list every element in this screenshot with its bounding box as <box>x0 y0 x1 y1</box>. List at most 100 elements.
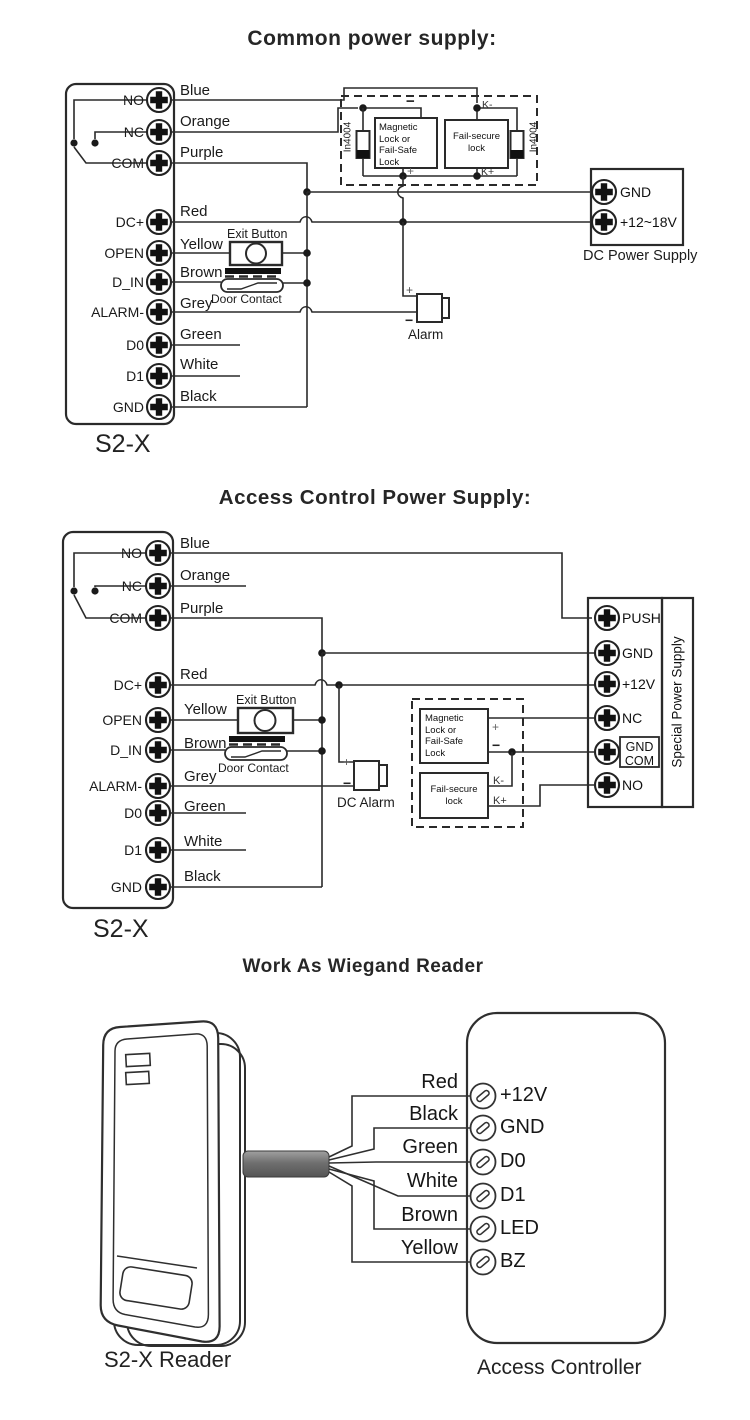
d1-lock-minus-stub <box>363 107 422 118</box>
d2-wire-label-grey: Grey <box>184 768 217 785</box>
d3-terminal-label-d0: D0 <box>500 1150 526 1172</box>
d3-artwork <box>99 1011 667 1347</box>
d1-failsecure-lock-label: Fail-secure lock <box>453 131 500 154</box>
d2-door-contact-label: Door Contact <box>218 761 289 775</box>
d1-alarm-plus-link <box>402 222 417 297</box>
d1-alarm-plus-sign: + <box>406 283 414 297</box>
d2-device-label: S2-X <box>93 915 149 943</box>
d3-reader-symbol <box>99 1020 246 1347</box>
d1-magnetic-lock-label: Magnetic Lock or Fail-Safe Lock <box>379 122 418 168</box>
d3-controller-screws <box>469 1082 497 1276</box>
d2-terminal-label-alarm: ALARM- <box>89 778 142 794</box>
d1-relay-switch-symbol <box>70 99 148 164</box>
d1-wire-label-grey: Grey <box>180 295 213 312</box>
d2-door-contact-symbol <box>224 736 288 761</box>
d2-terminal-label-d0: D0 <box>124 805 142 821</box>
d1-diode-right-label: In4004 <box>528 121 540 153</box>
d3-wire-green <box>328 1161 470 1164</box>
d1-diode-left <box>355 108 371 176</box>
d1-terminal-label-open: OPEN <box>104 245 144 261</box>
d3-wire-brown <box>328 1168 470 1230</box>
d2-alarm-plus-sign: + <box>343 755 351 769</box>
d3-wire-black <box>328 1127 470 1161</box>
d1-controller-block <box>64 82 176 426</box>
d2-psu-push-label: PUSH <box>622 610 661 626</box>
d2-artwork <box>61 530 695 910</box>
d1-wire-purple <box>171 162 308 192</box>
d2-gnd-com-frame <box>619 736 660 768</box>
d1-device-label: S2-X <box>95 430 151 458</box>
d1-wire-red <box>171 215 592 223</box>
d1-wire-label-white: White <box>180 356 219 373</box>
d1-alarm-label: Alarm <box>408 327 444 342</box>
d2-failsecure-lock-box <box>419 772 489 819</box>
d1-alarm-minus-sign: − <box>405 312 414 328</box>
d1-wire-label-purple: Purple <box>180 144 224 161</box>
d1-terminal-label-alarm: ALARM- <box>91 304 144 320</box>
d1-terminal-label-nc: NC <box>123 124 144 140</box>
d2-wire-label-black: Black <box>184 868 221 885</box>
d2-kplus-label: K+ <box>493 795 507 807</box>
d2-kminus-label: K- <box>493 775 504 787</box>
d2-terminal-label-open: OPEN <box>102 712 142 728</box>
d2-psu-gnd-label: GND <box>622 645 654 661</box>
d2-terminal-screws <box>144 539 172 901</box>
d2-lock-enclosure <box>411 698 524 828</box>
d1-lock-enclosure <box>340 95 538 186</box>
d2-wire-red <box>170 678 595 686</box>
d1-kplus-label: K+ <box>481 166 495 178</box>
d2-lock-minus-sign: − <box>492 737 501 753</box>
d1-wire-label-orange: Orange <box>180 113 231 130</box>
d3-reader-card-window <box>119 1266 193 1310</box>
d2-dc-alarm-symbol <box>353 760 388 791</box>
d3-wire-label-black: Black <box>409 1103 458 1125</box>
d1-exit-button-label: Exit Button <box>227 227 288 241</box>
d1-terminal-label-no: NO <box>123 92 144 108</box>
d1-kminus-label: K- <box>482 99 493 111</box>
d1-wire-grey <box>171 305 417 313</box>
d1-power-supply-box <box>589 167 685 247</box>
d2-terminal-label-nc: NC <box>121 578 142 594</box>
d3-terminal-label-gnd: GND <box>500 1116 545 1138</box>
d3-terminal-label-d1: D1 <box>500 1184 526 1206</box>
d2-alarm-minus-sign: − <box>343 775 352 791</box>
d2-wire-label-red: Red <box>180 666 208 683</box>
d2-terminal-label-no: NO <box>121 545 142 561</box>
d2-kminus-link <box>488 752 513 787</box>
diagram1-title: Common power supply: <box>247 27 497 50</box>
d3-reader-caption: S2-X Reader <box>104 1347 232 1372</box>
d1-diode-right <box>509 130 525 176</box>
d2-wire-label-white: White <box>184 833 223 850</box>
d2-magnetic-lock-label: Magnetic Lock or Fail-Safe Lock <box>425 713 464 759</box>
d1-wire-label-black: Black <box>180 388 217 405</box>
d2-psu-gndcom-label: GND COM <box>624 740 655 769</box>
d2-terminal-label-dc: DC+ <box>113 677 142 693</box>
d1-wire-orange <box>171 107 358 133</box>
d3-terminal-label-bz: BZ <box>500 1250 526 1272</box>
d2-wire-label-brown: Brown <box>184 735 227 752</box>
d1-door-contact-symbol <box>220 268 284 293</box>
d2-relay-switch-symbol <box>70 552 147 619</box>
d1-lock-plus-sign: + <box>407 164 415 178</box>
d2-lock-plus-sign: + <box>492 720 500 734</box>
d2-alarm-label: DC Alarm <box>337 795 395 810</box>
d3-terminal-label-12v: +12V <box>500 1084 548 1106</box>
d2-psu-no-label: NO <box>622 777 643 793</box>
d2-wire-purple <box>170 617 323 653</box>
d2-psu-side-label: Special Power Supply <box>669 636 685 768</box>
d2-wire-label-blue: Blue <box>180 535 211 552</box>
d1-wire-label-green: Green <box>180 326 222 343</box>
d3-wire-label-brown: Brown <box>401 1204 458 1226</box>
d2-failsecure-lock-label: Fail-secure lock <box>430 784 478 807</box>
d3-controller-box <box>465 1011 667 1345</box>
d1-terminal-label-d1: D1 <box>126 368 144 384</box>
d3-reader-led2 <box>124 1070 151 1086</box>
d3-wire-red <box>328 1095 470 1158</box>
d2-wire-blue <box>170 552 592 619</box>
d1-terminal-label-gnd: GND <box>112 399 144 415</box>
d1-artwork <box>64 82 685 426</box>
d1-alarm-symbol <box>416 293 450 323</box>
d1-terminal-label-dc: DC+ <box>115 214 144 230</box>
d1-terminal-label-d0: D0 <box>126 337 144 353</box>
